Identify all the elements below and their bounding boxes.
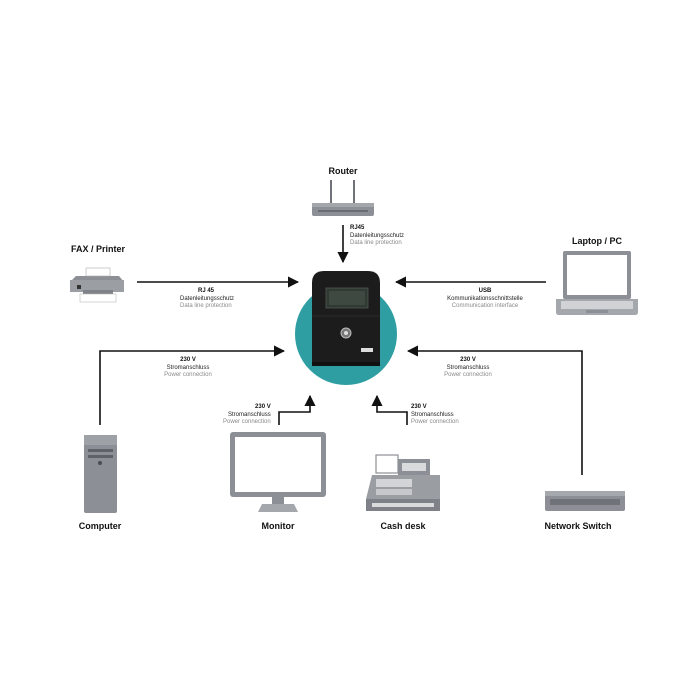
fax-connection-type: RJ 45: [198, 288, 215, 294]
monitor-connection-en: Power connection: [223, 419, 271, 425]
router-connection-de: Datenleitungsschutz: [350, 232, 405, 239]
computer-connection-de: Stromanschluss: [166, 364, 210, 371]
laptop-pc-title: Laptop / PC: [572, 236, 622, 246]
arrow-computer-to-ups: [99, 345, 286, 425]
cashdesk-connection-label: 230 V Stromanschluss Power connection: [411, 404, 459, 427]
monitor-connection-label: 230 V Stromanschluss Power connection: [223, 404, 271, 427]
switch-connection-type: 230 V: [460, 357, 476, 363]
monitor-title: Monitor: [261, 521, 295, 531]
network-switch-icon: [545, 491, 625, 511]
router-connection-type: RJ45: [350, 225, 365, 231]
monitor-connection-de: Stromanschluss: [228, 411, 271, 418]
arrow-monitor-to-ups: [278, 394, 316, 425]
cashdesk-connection-type: 230 V: [411, 404, 427, 410]
laptop-icon: [556, 251, 638, 315]
switch-connection-de: Stromanschluss: [446, 364, 490, 371]
fax-connection-de: Datenleitungsschutz: [180, 295, 235, 302]
monitor-connection-type: 230 V: [255, 404, 271, 410]
network-switch-title: Network Switch: [544, 521, 612, 531]
router-connection-label: RJ45 Datenleitungsschutz Data line prote…: [350, 225, 404, 248]
computer-tower-icon: [84, 435, 117, 513]
laptop-connection-de: Kommunikationsschnittstelle: [447, 295, 523, 302]
cash-desk-title: Cash desk: [380, 521, 426, 531]
router-title: Router: [328, 166, 358, 176]
computer-connection-type: 230 V: [180, 357, 196, 363]
fax-connection-label: RJ 45 Datenleitungsschutz Data line prot…: [180, 288, 234, 311]
router-connection-en: Data line protection: [350, 240, 402, 246]
cashdesk-connection-de: Stromanschluss: [411, 411, 454, 418]
monitor-icon: [230, 432, 326, 512]
ups-icon: [312, 271, 380, 366]
laptop-connection-label: USB Kommunikationsschnittstelle Communic…: [447, 288, 523, 311]
computer-connection-label: 230 V Stromanschluss Power connection: [164, 357, 212, 380]
switch-connection-en: Power connection: [444, 372, 492, 378]
switch-connection-label: 230 V Stromanschluss Power connection: [444, 357, 492, 380]
computer-connection-en: Power connection: [164, 372, 212, 378]
arrow-switch-to-ups: [406, 345, 583, 475]
arrow-cashdesk-to-ups: [371, 394, 408, 425]
laptop-connection-en: Communication interface: [451, 303, 519, 309]
printer-icon: [70, 267, 124, 303]
router-icon: [312, 180, 374, 216]
computer-title: Computer: [78, 521, 122, 531]
cash-register-icon: [366, 454, 440, 511]
cashdesk-connection-en: Power connection: [411, 419, 459, 425]
laptop-connection-type: USB: [478, 288, 492, 294]
fax-printer-title: FAX / Printer: [70, 244, 126, 254]
fax-connection-en: Data line protection: [180, 303, 232, 309]
